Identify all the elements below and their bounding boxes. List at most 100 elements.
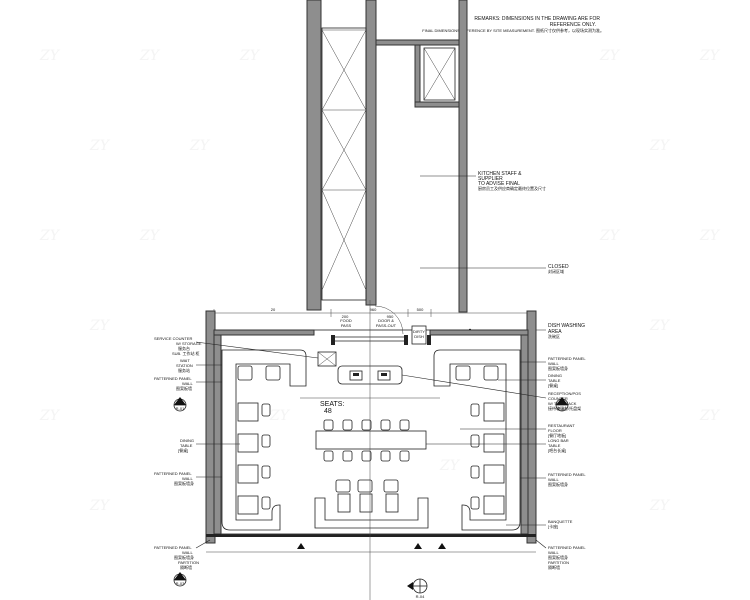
svg-text:SUB. 工作站 柜: SUB. 工作站 柜	[172, 350, 200, 356]
restaurant-walls	[205, 305, 537, 544]
svg-text:[餐桌]: [餐桌]	[178, 447, 188, 453]
svg-text:WALL: WALL	[182, 550, 194, 555]
svg-text:ZY: ZY	[89, 498, 111, 514]
svg-text:PATTERNED PANEL: PATTERNED PANEL	[154, 376, 192, 381]
svg-text:960: 960	[370, 307, 377, 312]
dirty-dish-cabinet	[411, 325, 427, 345]
shaft-outline	[321, 27, 367, 301]
closet-left-wall	[414, 44, 421, 106]
svg-text:接待收银台/托盘架: 接待收银台/托盘架	[548, 405, 581, 411]
svg-text:[餐桌]: [餐桌]	[548, 382, 558, 388]
right-callouts: PATTERNED PANEL WALL 图案板墙身 DINING TABLE …	[401, 356, 586, 570]
svg-text:图案板墙身: 图案板墙身	[548, 481, 568, 487]
svg-text:WALL: WALL	[548, 550, 560, 555]
svg-text:FOOD: FOOD	[340, 318, 352, 323]
svg-text:隔断墙: 隔断墙	[180, 564, 192, 570]
svg-text:ZY: ZY	[139, 48, 161, 64]
svg-text:ZY: ZY	[269, 408, 291, 424]
svg-text:DISH: DISH	[414, 334, 424, 339]
svg-text:WAIT: WAIT	[180, 358, 190, 363]
svg-text:RESTAURANT: RESTAURANT	[548, 423, 575, 428]
svg-text:COUNTER: COUNTER	[548, 396, 568, 401]
svg-text:TO ADVISE FINAL: TO ADVISE FINAL	[478, 181, 520, 187]
svg-text:ZY: ZY	[599, 48, 621, 64]
corridor-right-wall	[458, 0, 468, 313]
svg-text:洗碗区: 洗碗区	[548, 333, 560, 339]
kitchen-corridor-walls	[306, 0, 468, 313]
svg-text:WALL: WALL	[548, 477, 560, 482]
svg-text:服务站: 服务站	[178, 367, 190, 373]
remarks-line-3: FINAL DIMENSIONS REFERENCE BY SITE MEASU…	[422, 27, 604, 33]
svg-text:SEATS:: SEATS:	[320, 401, 344, 408]
svg-text:隔断墙: 隔断墙	[548, 564, 560, 570]
svg-text:ZY: ZY	[39, 408, 61, 424]
bottom-dining-set	[335, 479, 399, 513]
svg-text:R-04: R-04	[416, 594, 425, 599]
svg-text:500: 500	[417, 307, 424, 312]
svg-text:PARTITION: PARTITION	[178, 560, 199, 565]
svg-text:DIRTY: DIRTY	[413, 329, 425, 334]
svg-text:TABLE: TABLE	[548, 378, 561, 383]
remarks-note: REMARKS: DIMENSIONS IN THE DRAWING ARE F…	[422, 16, 604, 33]
corridor-center-wall	[365, 0, 377, 306]
svg-text:图案板墙身: 图案板墙身	[548, 554, 568, 560]
left-callouts: SERVICE COUNTER W/ STORAGE 服务台 SUB. 工作站 …	[154, 336, 319, 570]
svg-text:PATTERNED PANEL: PATTERNED PANEL	[548, 545, 586, 550]
section-marker-left-mid: R-01	[173, 397, 187, 412]
svg-text:20: 20	[271, 307, 276, 312]
section-marker-left-bottom: R-03	[173, 572, 187, 587]
svg-text:ZY: ZY	[699, 228, 721, 244]
svg-text:R-03: R-03	[176, 581, 185, 586]
svg-text:ZY: ZY	[39, 48, 61, 64]
svg-text:PARTITION: PARTITION	[548, 560, 569, 565]
label-dish-washing: DISH WASHING	[548, 323, 585, 329]
svg-text:PASS-OUT: PASS-OUT	[376, 323, 397, 328]
svg-text:ZY: ZY	[599, 228, 621, 244]
svg-text:[卡座]: [卡座]	[548, 523, 558, 529]
svg-text:BANQUETTE: BANQUETTE	[548, 519, 573, 524]
kitchen-labels: KITCHEN STAFF & SUPPLIER TO ADVISE FINAL…	[420, 171, 585, 339]
svg-text:ZY: ZY	[39, 228, 61, 244]
label-closed: CLOSED	[548, 264, 569, 270]
right-dining-set	[470, 402, 505, 515]
svg-text:厨房员工及供应商确定最终位置及尺寸: 厨房员工及供应商确定最终位置及尺寸	[478, 185, 546, 191]
svg-text:图案板墙: 图案板墙	[176, 385, 192, 391]
svg-text:LONG BAR: LONG BAR	[548, 438, 569, 443]
long-bar-table	[315, 419, 427, 462]
svg-text:SERVICE COUNTER: SERVICE COUNTER	[154, 336, 192, 341]
svg-text:服务台: 服务台	[178, 345, 190, 351]
svg-text:AREA: AREA	[548, 329, 562, 335]
corridor-left-wall	[306, 0, 322, 311]
svg-text:RECEPTION/POS: RECEPTION/POS	[548, 391, 581, 396]
banquettes	[221, 349, 521, 531]
svg-text:FLOOR: FLOOR	[548, 428, 562, 433]
seats-label: SEATS: 48	[320, 401, 344, 415]
corridor-top-wall	[375, 39, 460, 46]
entrance-markers	[206, 543, 536, 553]
svg-text:ZY: ZY	[699, 48, 721, 64]
watermark: ZY ZY ZY ZY ZY ZY ZY ZY ZY ZY ZY ZY ZY Z…	[39, 48, 721, 514]
svg-text:ZY: ZY	[649, 498, 671, 514]
svg-text:STATION: STATION	[176, 363, 193, 368]
svg-text:图案板墙身: 图案板墙身	[174, 480, 194, 486]
svg-text:[餐厅地板]: [餐厅地板]	[548, 432, 566, 438]
svg-text:ZY: ZY	[649, 318, 671, 334]
svg-text:图案板墙身: 图案板墙身	[174, 554, 194, 560]
svg-text:WALL: WALL	[182, 381, 194, 386]
left-dining-set	[237, 402, 271, 515]
closet-bottom-wall	[414, 101, 460, 108]
svg-text:ZY: ZY	[649, 138, 671, 154]
svg-text:DINING: DINING	[180, 438, 194, 443]
label-kitchen-staff: KITCHEN STAFF &	[478, 171, 522, 177]
svg-text:DOOR &: DOOR &	[378, 318, 394, 323]
svg-text:PATTERNED PANEL: PATTERNED PANEL	[548, 356, 586, 361]
remarks-line-1: REMARKS: DIMENSIONS IN THE DRAWING ARE F…	[474, 16, 600, 22]
svg-text:TABLE: TABLE	[548, 443, 561, 448]
svg-text:ZY: ZY	[439, 458, 461, 474]
svg-text:图案板墙身: 图案板墙身	[548, 365, 568, 371]
svg-text:R-01: R-01	[176, 406, 185, 411]
section-marker-right-mid: R-02	[555, 397, 569, 412]
svg-text:ZY: ZY	[139, 228, 161, 244]
svg-text:ZY: ZY	[189, 138, 211, 154]
